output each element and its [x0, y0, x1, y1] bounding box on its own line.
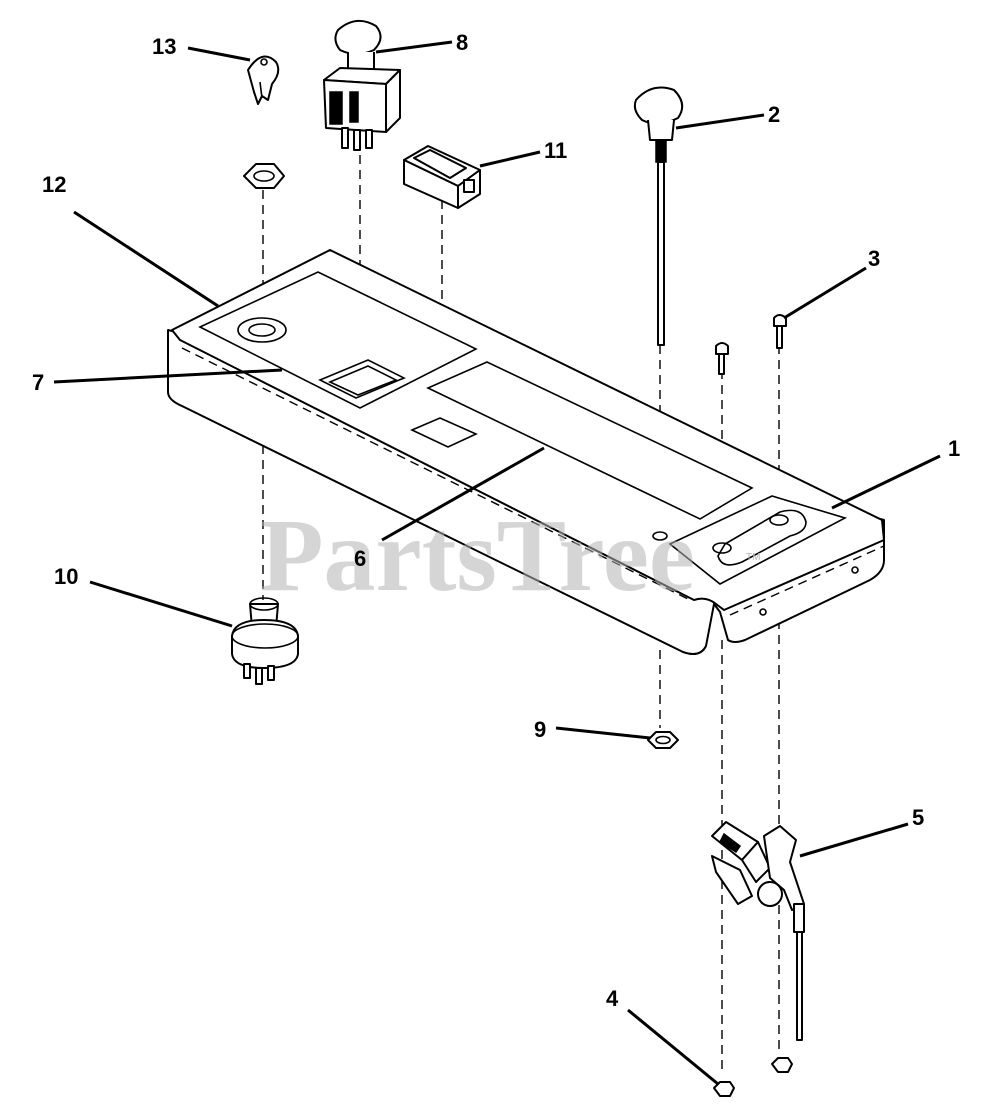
- callout-7: 7: [32, 370, 44, 395]
- callout-12: 12: [42, 172, 66, 197]
- choke-cable-icon: [633, 86, 684, 346]
- watermark: PartsTree: [260, 498, 695, 613]
- rocker-switch-icon: [403, 145, 481, 209]
- callout-10: 10: [54, 564, 78, 589]
- dash-panel: [167, 249, 885, 655]
- hex-nut-icon: [647, 731, 679, 749]
- callout-9: 9: [534, 717, 546, 742]
- callout-2: 2: [768, 102, 780, 127]
- screw-icon: [773, 314, 787, 349]
- callout-6: 6: [354, 546, 366, 571]
- callout-3: 3: [868, 246, 880, 271]
- callout-1: 1: [948, 436, 960, 461]
- hex-nut-icon: [243, 163, 285, 189]
- callout-5: 5: [912, 805, 924, 830]
- callout-leaders: [53, 40, 941, 1086]
- callout-8: 8: [456, 30, 468, 55]
- ignition-switch-icon: [231, 597, 299, 685]
- callout-13: 13: [152, 34, 176, 59]
- hex-nut-icon: [713, 1081, 735, 1097]
- callout-11: 11: [544, 138, 567, 163]
- callout-4: 4: [606, 986, 619, 1011]
- screw-icon: [715, 342, 729, 375]
- latch-assembly-icon: [711, 821, 805, 1041]
- pto-switch-icon: [323, 19, 401, 151]
- hex-nut-icon: [771, 1057, 793, 1073]
- watermark-trademark: TM: [746, 552, 760, 563]
- callout-labels: 1 2 3 4 5 6 7 8 9 10 11 12 13: [32, 30, 960, 1011]
- key-icon: [247, 55, 280, 105]
